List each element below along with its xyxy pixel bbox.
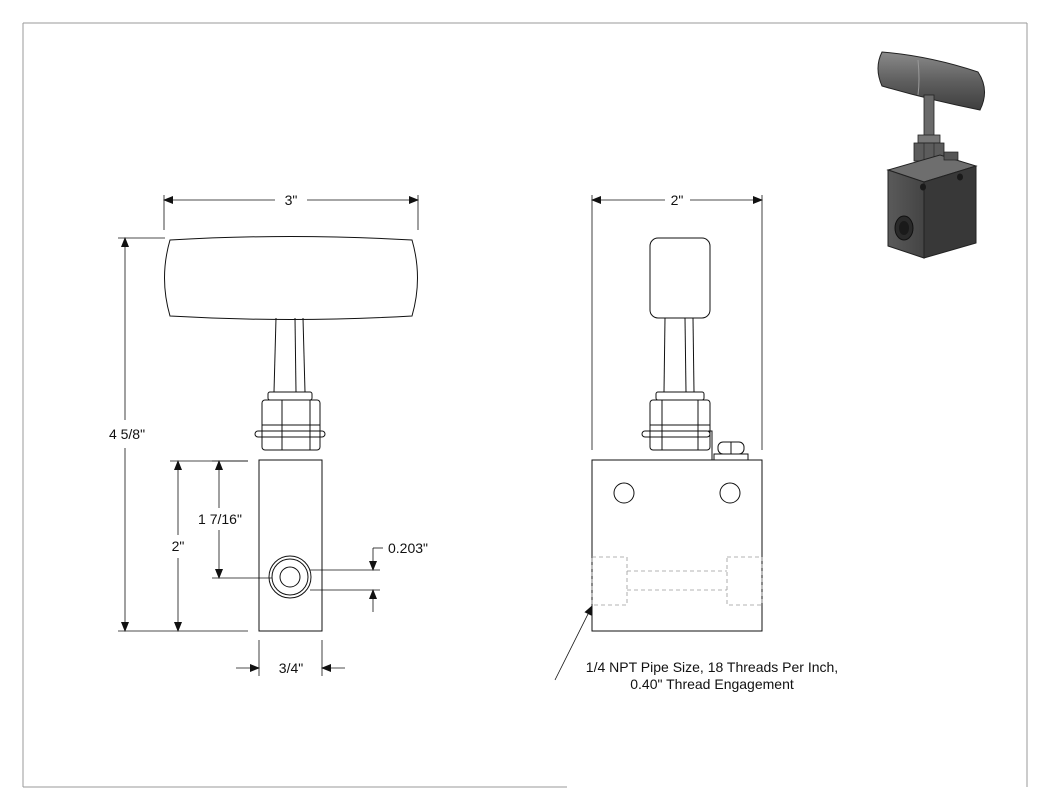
front-hex-nut	[261, 399, 321, 451]
front-washer	[254, 430, 326, 438]
side-dimensions	[591, 195, 763, 450]
front-width-label: 3"	[285, 192, 298, 208]
port-offset-label: 0.203"	[388, 540, 428, 556]
side-stem	[663, 317, 695, 393]
side-hex-nut	[649, 399, 711, 451]
front-body	[258, 459, 323, 632]
front-handle	[164, 236, 418, 320]
hidden-port-lines	[591, 556, 763, 606]
front-view	[164, 236, 418, 632]
callout-leader	[554, 605, 593, 681]
side-body	[591, 459, 763, 632]
body-width-label: 3/4"	[279, 660, 303, 676]
mounting-hole-right	[719, 482, 741, 504]
front-port	[268, 555, 312, 599]
sheet-border	[22, 22, 1028, 788]
callout-line-1: 1/4 NPT Pipe Size, 18 Threads Per Inch,	[586, 659, 838, 675]
iso-handle	[877, 51, 985, 111]
side-washer	[641, 430, 711, 438]
side-width-label: 2"	[671, 192, 684, 208]
side-handle	[649, 237, 711, 319]
side-view	[591, 237, 763, 632]
iso-stem	[923, 94, 935, 138]
port-height-label: 1 7/16"	[198, 511, 242, 527]
body-height-label: 2"	[172, 538, 185, 554]
callout-line-2: 0.40" Thread Engagement	[630, 676, 794, 692]
front-stem	[273, 317, 306, 393]
front-dimensions	[118, 195, 419, 676]
mounting-hole-left	[613, 482, 635, 504]
isometric-valve-render	[877, 51, 985, 259]
overall-height-label: 4 5/8"	[109, 426, 145, 442]
